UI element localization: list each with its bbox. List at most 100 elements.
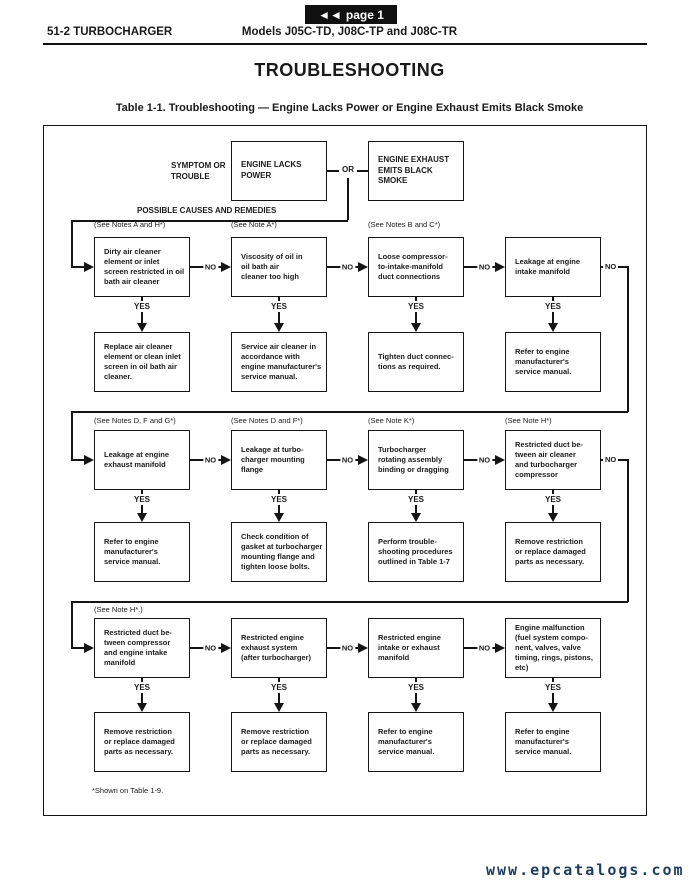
cause-box: Restricted duct be- tween compressor and… bbox=[94, 618, 190, 678]
symptom-box-engine-lacks-power: ENGINE LACKS POWER bbox=[231, 141, 327, 201]
yes-label: YES bbox=[133, 495, 150, 504]
no-connector: NO bbox=[190, 237, 231, 297]
no-label: NO bbox=[202, 455, 219, 465]
yes-label: YES bbox=[133, 683, 150, 692]
cause-box: Engine malfunction (fuel system compo- n… bbox=[505, 618, 601, 678]
possible-causes-label: POSSIBLE CAUSES AND REMEDIES bbox=[137, 206, 277, 215]
flow-arrow-icon bbox=[548, 703, 558, 712]
note-label: (See Note H*.) bbox=[94, 605, 143, 614]
flow-arrow-icon bbox=[495, 262, 505, 272]
cause-box: Leakage at turbo- charger mounting flang… bbox=[231, 430, 327, 490]
cause-box: Leakage at engine exhaust manifold bbox=[94, 430, 190, 490]
cause-box: Loose compressor- to-intake-manifold duc… bbox=[368, 237, 464, 297]
yes-connector: YES bbox=[231, 678, 327, 712]
no-label: NO bbox=[603, 455, 619, 464]
remedy-row: Replace air cleaner element or clean inl… bbox=[94, 332, 601, 392]
no-connector: NO bbox=[327, 430, 368, 490]
cause-row: Dirty air cleaner element or inlet scree… bbox=[94, 237, 601, 297]
flow-arrow-icon bbox=[411, 513, 421, 522]
flow-arrow-icon bbox=[221, 643, 231, 653]
flow-arrow-icon bbox=[411, 323, 421, 332]
flow-arrow-icon bbox=[274, 323, 284, 332]
no-label: NO bbox=[202, 643, 219, 653]
remedy-box: Refer to engine manufacturer's service m… bbox=[94, 522, 190, 582]
cause-box: Restricted engine exhaust system (after … bbox=[231, 618, 327, 678]
flow-arrow-icon bbox=[548, 323, 558, 332]
note-label bbox=[368, 605, 505, 614]
no-label: NO bbox=[476, 262, 493, 272]
note-row: (See Note H*.) bbox=[94, 605, 642, 614]
flow-arrow-icon bbox=[548, 513, 558, 522]
remedy-row: Remove restriction or replace damaged pa… bbox=[94, 712, 601, 772]
note-row: (See Notes D, F and G*) (See Notes D and… bbox=[94, 416, 642, 425]
flow-arrow-icon bbox=[137, 703, 147, 712]
symptom-label: SYMPTOM OR TROUBLE bbox=[171, 161, 226, 181]
no-label: NO bbox=[476, 455, 493, 465]
remedy-box: Remove restriction or replace damaged pa… bbox=[231, 712, 327, 772]
no-connector: NO bbox=[464, 237, 505, 297]
cause-box: Restricted engine intake or exhaust mani… bbox=[368, 618, 464, 678]
flow-arrow-icon bbox=[84, 262, 94, 272]
cause-row: Restricted duct be- tween compressor and… bbox=[94, 618, 601, 678]
no-label: NO bbox=[603, 262, 619, 271]
no-connector: NO bbox=[327, 237, 368, 297]
yes-connector: YES bbox=[231, 490, 327, 522]
remedy-row: Refer to engine manufacturer's service m… bbox=[94, 522, 601, 582]
yes-connector: YES bbox=[231, 297, 327, 332]
yes-row: YES YES YES YES bbox=[94, 297, 642, 332]
cause-box: Leakage at engine intake manifold bbox=[505, 237, 601, 297]
remedy-box: Check condition of gasket at turbocharge… bbox=[231, 522, 327, 582]
flow-line bbox=[627, 459, 629, 602]
flow-line bbox=[627, 266, 629, 412]
no-connector: NO bbox=[464, 618, 505, 678]
note-label: (See Notes D and F*) bbox=[231, 416, 303, 425]
note-label: (See Notes A and H*) bbox=[94, 220, 166, 229]
flow-arrow-icon bbox=[274, 703, 284, 712]
page-title: TROUBLESHOOTING bbox=[254, 60, 445, 80]
remedy-box: Refer to engine manufacturer's service m… bbox=[505, 332, 601, 392]
flow-arrow-icon bbox=[221, 455, 231, 465]
page-nav-badge[interactable]: ◄◄ page 1 bbox=[305, 5, 397, 24]
footer-link[interactable]: www.epcatalogs.com bbox=[486, 861, 685, 879]
flow-arrow-icon bbox=[137, 513, 147, 522]
flow-line bbox=[71, 459, 85, 461]
no-label: NO bbox=[476, 643, 493, 653]
page-back-label: page 1 bbox=[345, 7, 384, 22]
cause-row: Leakage at engine exhaust manifold NO Le… bbox=[94, 430, 601, 490]
yes-connector: YES bbox=[505, 490, 601, 522]
yes-label: YES bbox=[270, 302, 287, 311]
yes-label: YES bbox=[544, 302, 561, 311]
note-row: (See Notes A and H*) (See Note A*) (See … bbox=[94, 220, 642, 229]
flow-line bbox=[71, 411, 73, 460]
flowchart-frame bbox=[43, 125, 647, 816]
yes-label: YES bbox=[270, 495, 287, 504]
remedy-box: Tighten duct connec- tions as required. bbox=[368, 332, 464, 392]
yes-connector: YES bbox=[368, 490, 464, 522]
remedy-box: Remove restriction or replace damaged pa… bbox=[94, 712, 190, 772]
no-label: NO bbox=[202, 262, 219, 272]
yes-connector: YES bbox=[368, 678, 464, 712]
flow-line bbox=[71, 647, 85, 649]
yes-label: YES bbox=[544, 683, 561, 692]
yes-connector: YES bbox=[505, 678, 601, 712]
yes-label: YES bbox=[270, 683, 287, 692]
cause-box: Turbocharger rotating assembly binding o… bbox=[368, 430, 464, 490]
note-label: (See Notes B and C*) bbox=[368, 220, 441, 229]
no-connector: NO bbox=[190, 430, 231, 490]
note-label bbox=[505, 220, 642, 229]
flow-line bbox=[71, 220, 348, 222]
flow-line bbox=[71, 601, 628, 603]
flow-line bbox=[71, 601, 73, 648]
note-label bbox=[231, 605, 368, 614]
remedy-box: Replace air cleaner element or clean inl… bbox=[94, 332, 190, 392]
note-label: (See Note K*) bbox=[368, 416, 415, 425]
flow-arrow-icon bbox=[358, 262, 368, 272]
yes-label: YES bbox=[133, 302, 150, 311]
remedy-box: Service air cleaner in accordance with e… bbox=[231, 332, 327, 392]
yes-label: YES bbox=[407, 683, 424, 692]
no-connector: NO bbox=[190, 618, 231, 678]
models-header: Models J05C-TD, J08C-TP and J08C-TR bbox=[241, 26, 458, 38]
flow-arrow-icon bbox=[358, 455, 368, 465]
no-connector: NO bbox=[327, 618, 368, 678]
